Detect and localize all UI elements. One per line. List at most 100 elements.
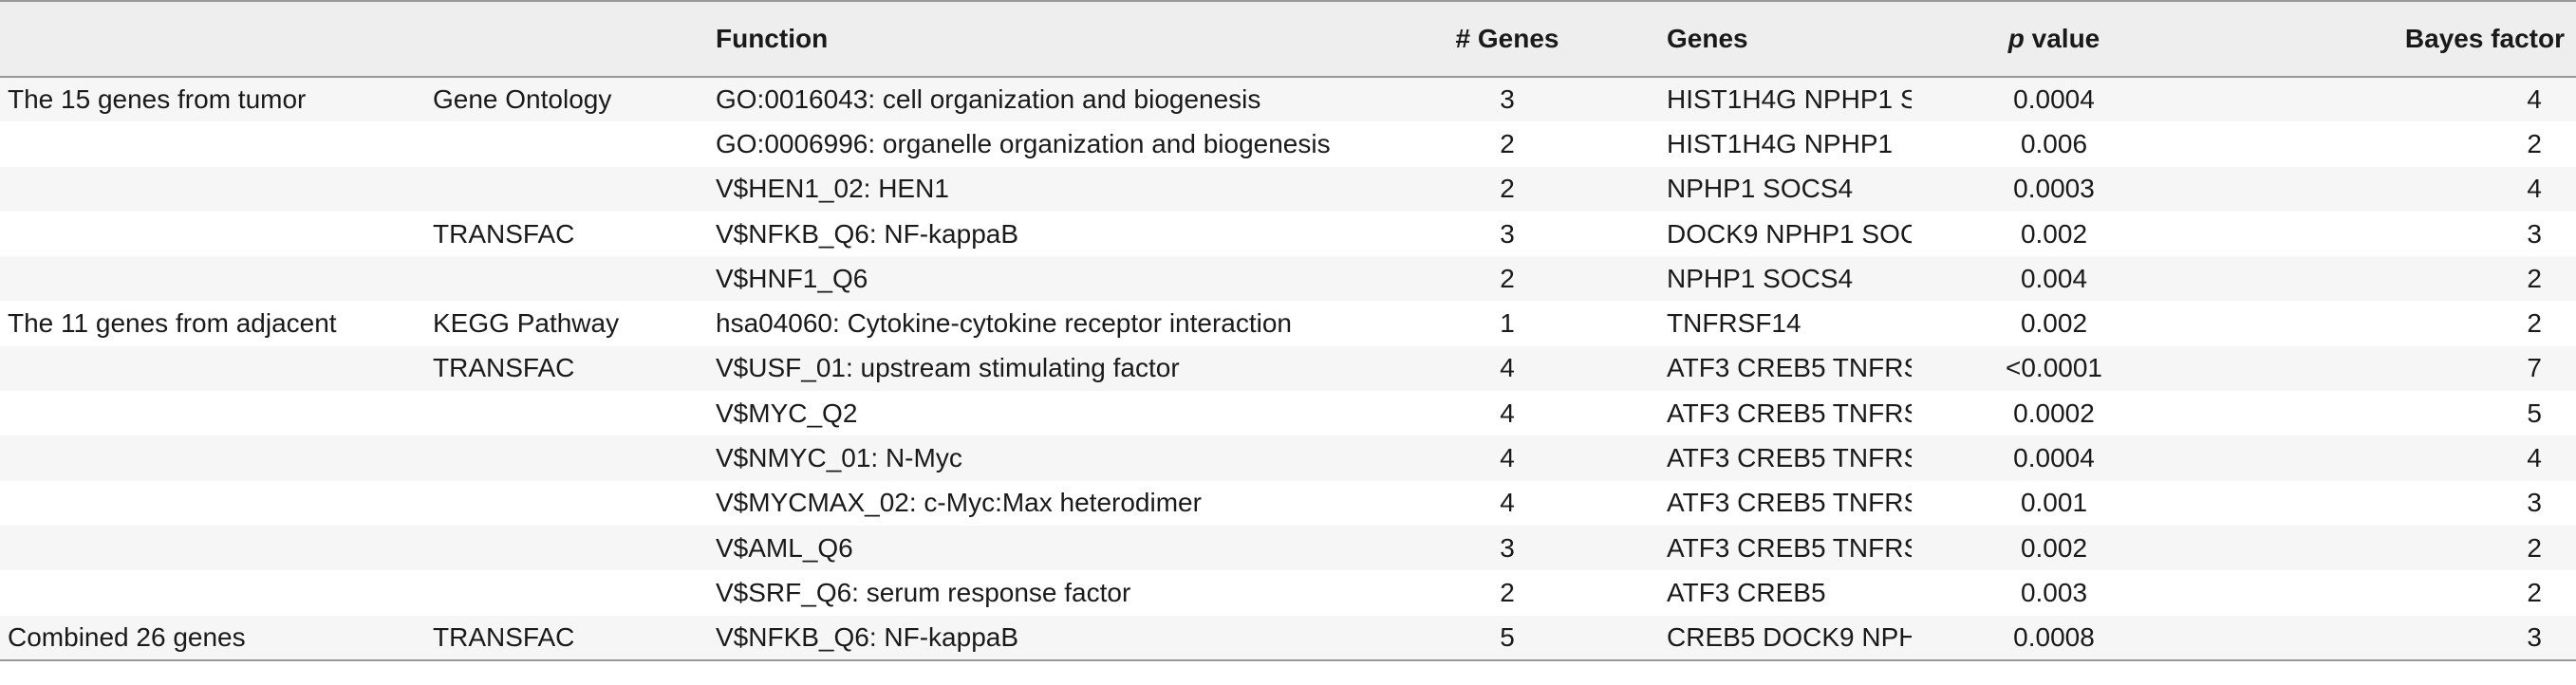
row-p-value-cell: 0.0004: [2013, 443, 2095, 473]
row-genes-cell: HIST1H4G NPHP1: [1667, 128, 1894, 158]
row-group-cell: [0, 121, 433, 166]
row-genes-cell: ATF3 CREB5: [1667, 577, 1826, 607]
table-row: V$MYC_Q2 4 ATF3 CREB5 TNFRSF14 XPO1 0.0002 5: [0, 391, 2576, 436]
row-database-cell: [433, 256, 716, 301]
row-p-value-cell: 0.006: [2020, 128, 2088, 158]
row-genes-cell: ATF3 CREB5 TNFRSF14 XPO1: [1667, 398, 1912, 428]
row-p-value-cell: 0.002: [2020, 218, 2088, 249]
row-p-value-cell: 0.0002: [2013, 398, 2095, 428]
row-bayes-factor-cell: 3: [2527, 488, 2542, 518]
table-row: V$SRF_Q6: serum response factor 2 ATF3 CRE…: [0, 570, 2576, 616]
row-bayes-factor-cell: 4: [2527, 443, 2542, 473]
row-group-cell: Combined 26 genes: [8, 621, 246, 652]
row-database-cell: KEGG Pathway: [433, 308, 620, 339]
row-bayes-factor-cell: 2: [2527, 577, 2542, 607]
table-row: V$HNF1_Q6 2 NPHP1 SOCS4 0.004 2: [0, 256, 2576, 302]
row-p-value-cell: 0.001: [2020, 488, 2088, 518]
table-row: TRANSFAC V$USF_01: upstream stimulating f…: [0, 345, 2576, 392]
row-function-cell: V$SRF_Q6: serum response factor: [716, 577, 1131, 607]
row-function-cell: V$NFKB_Q6: NF-kappaB: [716, 621, 1019, 652]
row-group-cell: [0, 435, 433, 480]
row-database-cell: [433, 435, 716, 480]
row-bayes-factor-cell: 3: [2527, 621, 2542, 652]
row-genes-cell: ATF3 CREB5 TNFRSF14 XPO1: [1667, 353, 1912, 383]
header-function: Function: [716, 0, 1384, 78]
table-row: V$AML_Q6 3 ATF3 CREB5 TNFRSF14 0.002 2: [0, 525, 2576, 571]
row-group-cell: [0, 481, 433, 526]
header-genes: Genes: [1631, 0, 1912, 78]
row-function-cell: GO:0016043: cell organization and biogen…: [716, 84, 1261, 115]
table-row: GO:0006996: organelle organization and b…: [0, 121, 2576, 167]
header-group: [0, 0, 433, 78]
row-num-genes-cell: 1: [1500, 308, 1515, 339]
row-num-genes-cell: 2: [1500, 263, 1515, 293]
row-genes-cell: ATF3 CREB5 TNFRSF14 XPO1: [1667, 443, 1912, 473]
row-function-cell: V$USF_01: upstream stimulating factor: [716, 353, 1180, 383]
row-genes-cell: NPHP1 SOCS4: [1667, 174, 1854, 204]
row-database-cell: Gene Ontology: [433, 84, 612, 115]
row-genes-cell: TNFRSF14: [1667, 308, 1801, 339]
table-row: V$NMYC_01: N-Myc 4 ATF3 CREB5 TNFRSF14 XPO…: [0, 435, 2576, 481]
row-bayes-factor-cell: 2: [2527, 532, 2542, 563]
header-database: [433, 0, 716, 78]
row-genes-cell: ATF3 CREB5 TNFRSF14: [1667, 532, 1912, 563]
row-group-cell: [0, 346, 433, 391]
row-database-cell: [433, 167, 716, 212]
row-num-genes-cell: 4: [1500, 443, 1515, 473]
header-p-italic: p: [2007, 24, 2025, 53]
row-p-value-cell: 0.0004: [2013, 84, 2095, 115]
row-num-genes-cell: 3: [1500, 218, 1515, 249]
row-num-genes-cell: 2: [1500, 128, 1515, 158]
enrichment-table-container: Function # Genes Genes p value Bayes fac…: [0, 0, 2576, 660]
row-genes-cell: DOCK9 NPHP1 SOCS4: [1667, 218, 1912, 249]
row-num-genes-cell: 2: [1500, 174, 1515, 204]
row-genes-cell: NPHP1 SOCS4: [1667, 263, 1854, 293]
header-p-rest: value: [2024, 24, 2100, 53]
row-num-genes-cell: 2: [1500, 577, 1515, 607]
row-function-cell: V$MYC_Q2: [716, 398, 858, 428]
row-genes-cell: ATF3 CREB5 TNFRSF14 XPO1: [1667, 488, 1912, 518]
row-database-cell: [433, 391, 716, 435]
row-function-cell: V$HEN1_02: HEN1: [716, 174, 949, 204]
row-database-cell: [433, 570, 716, 615]
row-group-cell: [0, 570, 433, 615]
row-num-genes-cell: 5: [1500, 621, 1515, 652]
table-header: Function # Genes Genes p value Bayes fac…: [0, 0, 2576, 78]
row-group-cell: [0, 212, 433, 256]
row-function-cell: V$HNF1_Q6: [716, 263, 868, 293]
row-function-cell: V$NMYC_01: N-Myc: [716, 443, 962, 473]
header-p-value: p value: [1912, 0, 2196, 78]
row-function-cell: GO:0006996: organelle organization and b…: [716, 128, 1331, 158]
row-database-cell: TRANSFAC: [433, 353, 575, 383]
row-num-genes-cell: 4: [1500, 398, 1515, 428]
row-bayes-factor-cell: 7: [2527, 353, 2542, 383]
header-bayes-factor: Bayes factor: [2196, 0, 2576, 78]
row-group-cell: [0, 256, 433, 301]
row-p-value-cell: 0.003: [2020, 577, 2088, 607]
row-bayes-factor-cell: 4: [2527, 84, 2542, 115]
row-database-cell: [433, 481, 716, 526]
row-group-cell: The 11 genes from adjacent: [8, 308, 337, 339]
row-function-cell: V$NFKB_Q6: NF-kappaB: [716, 218, 1019, 249]
row-p-value-cell: 0.004: [2020, 263, 2088, 293]
row-group-cell: [0, 526, 433, 570]
row-p-value-cell: 0.0003: [2013, 174, 2095, 204]
row-p-value-cell: 0.002: [2020, 308, 2088, 339]
row-bayes-factor-cell: 5: [2527, 398, 2542, 428]
row-p-value-cell: <0.0001: [2006, 353, 2102, 383]
row-bayes-factor-cell: 2: [2527, 263, 2542, 293]
header-row: Function # Genes Genes p value Bayes fac…: [0, 0, 2576, 78]
row-database-cell: TRANSFAC: [433, 218, 575, 249]
row-num-genes-cell: 3: [1500, 532, 1515, 563]
row-p-value-cell: 0.002: [2020, 532, 2088, 563]
row-function-cell: V$AML_Q6: [716, 532, 853, 563]
table-row: TRANSFAC V$NFKB_Q6: NF-kappaB 3 DOCK9 NPHP1…: [0, 211, 2576, 257]
row-database-cell: [433, 526, 716, 570]
row-bayes-factor-cell: 3: [2527, 218, 2542, 249]
row-num-genes-cell: 4: [1500, 488, 1515, 518]
row-p-value-cell: 0.0008: [2013, 621, 2095, 652]
row-num-genes-cell: 4: [1500, 353, 1515, 383]
